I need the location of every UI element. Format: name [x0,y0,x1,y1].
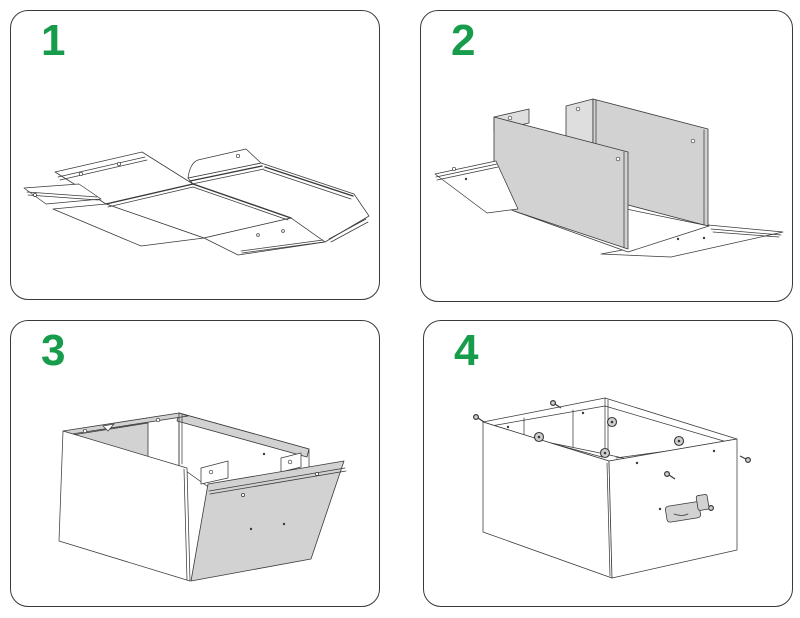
step-number-2: 2 [451,16,476,65]
latch-bracket [664,494,710,523]
step-panel-1: 1 [10,10,380,300]
step-number-3: 3 [41,326,66,375]
step-3-drawing [58,412,347,582]
step-number-1: 1 [41,16,66,65]
screw-heads [533,416,685,459]
step-panel-4: 4 [423,320,793,607]
step-panel-3: 3 [10,320,380,607]
step-panel-2: 2 [420,10,793,302]
step-number-4: 4 [454,326,479,375]
step-1-drawing [23,148,370,256]
step-4-drawing [472,397,752,579]
step-2-drawing [434,98,784,258]
